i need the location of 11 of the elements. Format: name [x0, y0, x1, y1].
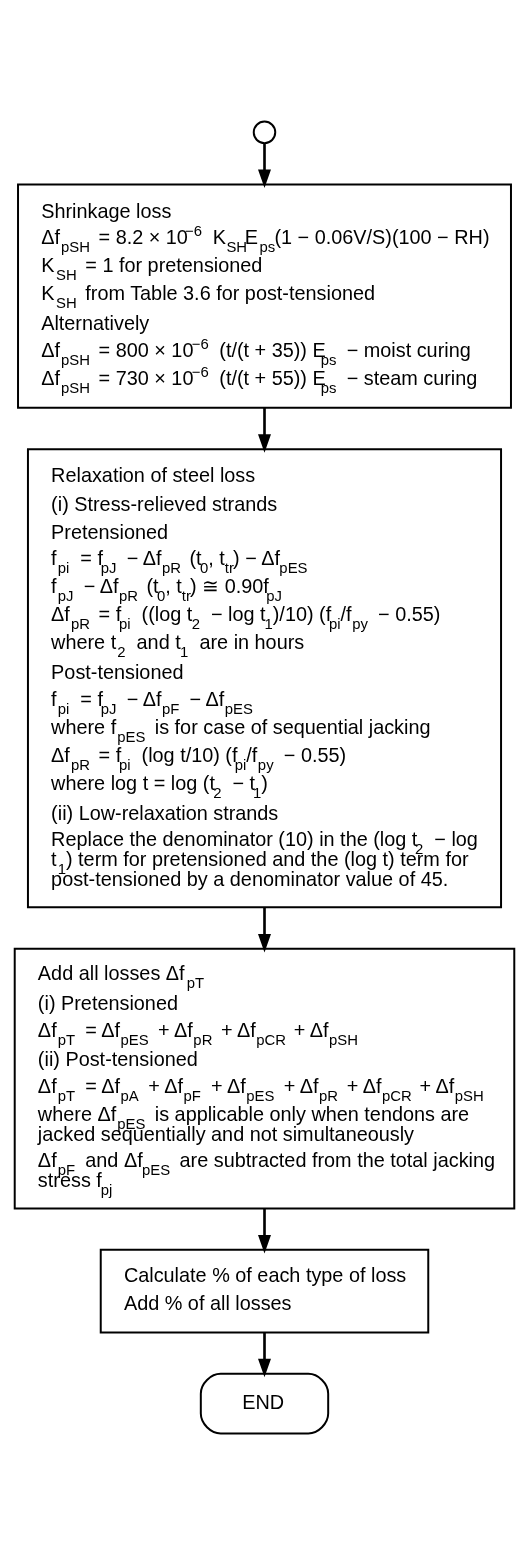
arrow — [258, 1332, 271, 1378]
arrow — [258, 1208, 271, 1254]
node-box: Calculate % of each type of loss Add % of all losses — [99, 1248, 430, 1334]
node-box: Add all losses Δf$_{pT}$ (i) Pretensioned Δf$_{pT}$ = Δf$_{pES}$ + Δf$_{pR}$ + Δf$_{pCR}$ + Δf$_{pSH}$ (ii) Post-tensioned Δf$_{pT}$ = Δf$_{pA}$ + Δf$_{pF}$ + Δf$_{pES}$ + Δf$_{pR}$ + Δf$_{pCR}$ + Δf$_{pSH}$ where Δf$_{pES}$ is applicable only when tendons are jacked sequentially and not simultaneously Δf$_{pF}$ and Δf$_{pES}$ are subtracted from the total jacking stress f$_{pj}$ — [13, 947, 516, 1210]
node-box: Relaxation of steel loss (i) Stress-relieved strands Pretensioned f$_{pi}$ = f$_{pJ}$ − Δf$_{pR}$ (t$_{0}$, t$_{tr}$) − Δf$_{pES}$ f$_{pJ}$ − Δf$_{pR}$ (t$_{0}$, t$_{tr}$) ≅ 0.90f$_{pJ}$ Δf$_{pR}$ = f$_{pi}$ ((log t$_{2}$ − log t$_{1}$)/10) (f$_{pi}$/f$_{py}$ − 0.55) where t$_{2}$ and t$_{1}$ are in hours Post-tensioned f$_{pi}$ = f$_{pJ}$ − Δf$_{pF}$ − Δf$_{pES}$ where f$_{pES}$ is for case of sequential jacking Δf$_{pR}$ = f$_{pi}$ (log t/10) (f$_{pi}$/f$_{py}$ − 0.55) where log t = log (t$_{2}$ − t$_{1}$) (ii) Low-relaxation strands Replace the denominator (10) in the (log t$_{2}$ − log t$_{1}$) term for pretensioned and the (log t) term for post-tensioned by a denominator value of 45. — [26, 448, 503, 909]
node-circle — [252, 120, 277, 145]
node-box: END — [199, 1372, 330, 1435]
arrow — [258, 907, 271, 953]
arrow — [258, 407, 271, 453]
arrow — [258, 143, 271, 188]
node-box: Shrinkage loss Δf$_{pSH}$ = 8.2 × 10$^{−6}$ K$_{SH}$E$_{ps}$(1 − 0.06V/S)(100 − RH) K$_{SH}$ = 1 for pretensioned K$_{SH}$ from Table 3.6 for post-tensioned Alternatively Δf$_{pSH}$ = 800 × 10$^{−6}$ (t/(t + 35)) E$_{ps}$ − moist curing Δf$_{pSH}$ = 730 × 10$^{−6}$ (t/(t + 55)) E$_{ps}$ − steam curing — [17, 183, 512, 409]
